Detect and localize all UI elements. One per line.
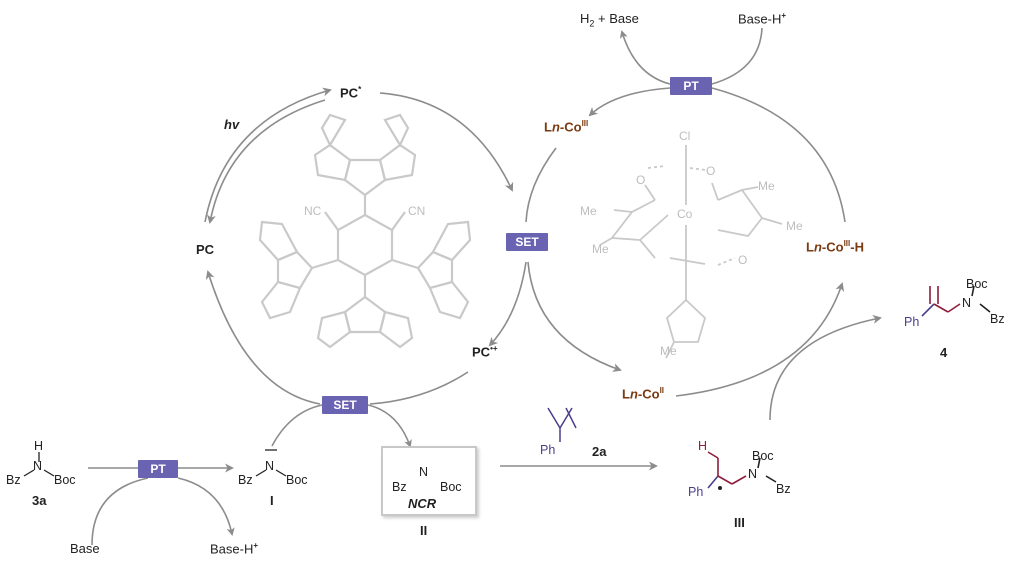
arc-setbottom-to-pc [205, 270, 321, 405]
complex-me-2: Me [592, 242, 609, 256]
arc-co3-to-set [525, 147, 557, 223]
complex-me-3: Me [758, 179, 775, 193]
photocatalyst-4czipn-structure [258, 113, 472, 349]
III-n-atom: N [748, 467, 758, 481]
set-center-box: SET [506, 233, 548, 251]
hv-label: hv [224, 117, 240, 132]
arc-pcstar-to-set [379, 92, 514, 192]
pc-excited-label: PC* [340, 85, 362, 101]
I-n-atom: N [265, 459, 275, 473]
complex-me-4: Me [786, 219, 803, 233]
compound-4-label: 4 [940, 345, 948, 360]
pc-cn-label: CN [408, 204, 426, 218]
III-h-atom: H [698, 439, 708, 453]
3a-bz: Bz [6, 473, 21, 487]
I-bz: Bz [238, 473, 253, 487]
III-bz: Bz [776, 482, 791, 496]
ncr-n-atom: N [419, 465, 429, 479]
co3-label: Ln-CoIII [544, 119, 589, 135]
complex-o-2: O [706, 164, 716, 178]
compound-I-label: I [270, 493, 274, 508]
bonds-I [255, 449, 287, 477]
arrow-III-to-4 [769, 314, 882, 421]
photoredox-cycle-arcs [204, 87, 527, 405]
4-n-atom: N [962, 296, 972, 310]
arc-pcradcat-to-setbottom [369, 371, 469, 405]
complex-me-5: Me [660, 344, 677, 358]
bonds-2a [547, 407, 577, 442]
compound-II-label: II [420, 523, 428, 538]
pc-radical-cation-label: PC•+ [472, 344, 498, 360]
cobalt-cycle-arcs [525, 87, 846, 397]
3a-n-atom: N [33, 459, 43, 473]
complex-o-3: O [738, 253, 748, 267]
2a-ph: Ph [540, 443, 556, 457]
base-bottom-label: Base [70, 541, 100, 556]
ncr-label: NCR [408, 496, 437, 511]
base-h-top-label: Base-H+ [738, 11, 787, 27]
complex-cl-label: Cl [679, 129, 691, 143]
arc-co2-to-co3h [675, 282, 845, 397]
hv-arrow-down [206, 99, 326, 224]
arc-set-to-co2 [527, 261, 622, 372]
pc-ground-label: PC [196, 242, 215, 257]
co3-hydride-label: Ln-CoIII-H [806, 239, 864, 255]
compound-3a-label: 3a [32, 493, 47, 508]
h2-base-label: H2 + Base [580, 11, 639, 29]
complex-o-1: O [636, 173, 646, 187]
pc-nc-label: NC [304, 204, 322, 218]
co2-label: Ln-CoII [622, 386, 665, 402]
cobalt-complex-structure [599, 145, 783, 359]
compound-2a-label: 2a [592, 444, 607, 459]
base-h-bottom-label: Base-H+ [210, 541, 259, 557]
4-ph: Ph [904, 315, 920, 329]
set-bottom-box: SET [322, 396, 368, 414]
bottom-set-arc [271, 404, 412, 448]
complex-me-1: Me [580, 204, 597, 218]
ncr-bz: Bz [392, 480, 407, 494]
bonds-4 [921, 285, 991, 317]
3a-h-atom: H [34, 439, 44, 453]
arc-set-to-pcradcat [488, 261, 527, 347]
ncr-frame [381, 446, 477, 516]
III-ph: Ph [688, 485, 704, 499]
bottom-pt-arrows [88, 463, 235, 546]
hv-arrow-up [204, 87, 332, 223]
bonds-III [707, 451, 777, 490]
4-boc: Boc [966, 277, 988, 291]
ncr-boc: Boc [440, 480, 462, 494]
pt-top-box: PT [670, 77, 712, 95]
4-bz: Bz [990, 312, 1005, 326]
III-boc: Boc [752, 449, 774, 463]
arc-pt-to-co3 [588, 87, 671, 117]
arc-co3h-to-pt [711, 87, 846, 223]
3a-boc: Boc [54, 473, 76, 487]
top-pt-arc [619, 27, 763, 85]
I-boc: Boc [286, 473, 308, 487]
bonds-3a [23, 452, 55, 477]
complex-co-label: Co [677, 207, 693, 221]
compound-III-label: III [734, 515, 745, 530]
pt-bottom-box: PT [138, 460, 178, 478]
